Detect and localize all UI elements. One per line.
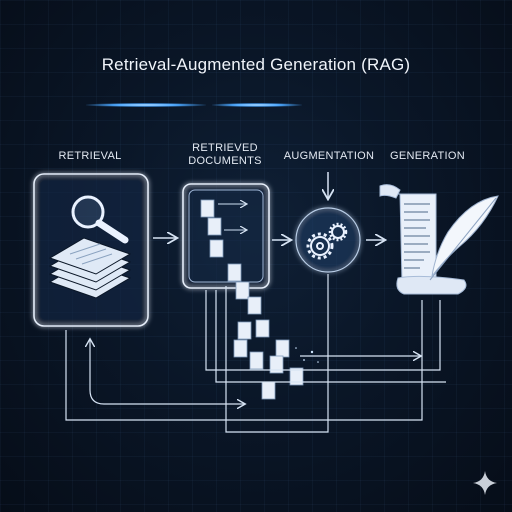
- document-icon: [255, 319, 270, 338]
- document-icon: [247, 296, 262, 315]
- glow-particle: [295, 347, 297, 349]
- glow-particle: [303, 359, 305, 361]
- document-icon: [235, 281, 250, 300]
- generation-label: GENERATION: [390, 150, 465, 162]
- document-icon: [207, 217, 222, 236]
- glow-particle: [310, 350, 314, 354]
- gears-icon: [306, 222, 348, 260]
- magnifier-icon: [71, 195, 129, 244]
- document-icon: [289, 367, 304, 386]
- augmentation-label: AUGMENTATION: [283, 150, 375, 162]
- glow-particle: [317, 361, 319, 363]
- documents-bus-line-1: [205, 290, 441, 371]
- retrieved-documents-box: [182, 183, 270, 289]
- documents-bus-line-2: [215, 290, 446, 383]
- document-icon: [227, 263, 242, 282]
- document-icon: [237, 321, 252, 340]
- title-glow-right: [212, 103, 302, 107]
- diagram-title: Retrieval-Augmented Generation (RAG): [101, 55, 411, 74]
- retrieved-documents-label: RETRIEVED DOCUMENTS: [175, 142, 275, 168]
- document-icon: [209, 239, 224, 258]
- document-icon: [275, 339, 290, 358]
- document-icon: [261, 381, 276, 400]
- retrieved-documents-inner-box: [188, 189, 264, 283]
- title-glow-left: [86, 103, 206, 107]
- augmentation-output-line: [225, 274, 329, 433]
- document-icon: [269, 355, 284, 374]
- document-stack-icon: [48, 237, 132, 299]
- document-icon: [233, 339, 248, 358]
- retrieval-label: RETRIEVAL: [58, 150, 122, 162]
- quill-icon: [429, 195, 499, 281]
- sparkle-icon: [473, 471, 497, 495]
- document-icon: [249, 351, 264, 370]
- retrieved-label-line1: RETRIEVED: [192, 142, 258, 154]
- feedback-return-line: [89, 389, 244, 404]
- retrieved-document-links: [218, 204, 246, 230]
- document-icon: [200, 199, 215, 218]
- retrieved-label-line2: DOCUMENTS: [188, 155, 262, 167]
- scroll-icon: [379, 184, 467, 295]
